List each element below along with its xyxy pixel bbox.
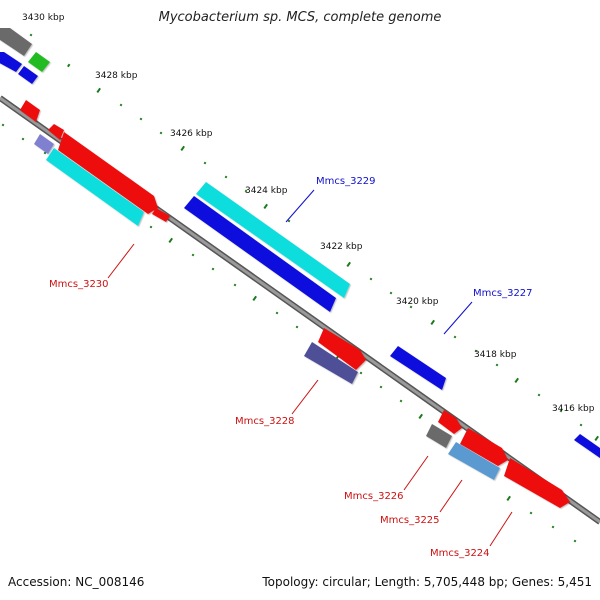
gene-feature[interactable] — [0, 28, 32, 56]
tick-major — [506, 495, 511, 502]
gene-feature[interactable] — [28, 52, 50, 72]
tick-minor — [29, 33, 33, 37]
gene-feature[interactable] — [426, 424, 452, 448]
leader-lines — [107, 189, 513, 547]
gene-feature[interactable] — [318, 328, 366, 370]
tick-minor — [67, 63, 71, 68]
tick-minor — [453, 335, 457, 339]
tick-major — [346, 261, 351, 268]
accession-text: Accession: NC_008146 — [8, 575, 145, 589]
gene-feature[interactable] — [46, 148, 144, 226]
gene-feature[interactable] — [196, 182, 350, 298]
leader-line — [439, 479, 463, 513]
gene-feature[interactable] — [438, 410, 462, 434]
map-title: Mycobacterium sp. MCS, complete genome — [158, 10, 442, 25]
leader-line — [403, 455, 429, 491]
tick-major — [252, 295, 257, 302]
tick-label-3420: 3420 kbp — [396, 297, 439, 307]
tick-minor — [244, 189, 248, 193]
tick-minor — [529, 511, 533, 515]
tick-minor — [295, 325, 299, 329]
gene-feature[interactable] — [18, 66, 38, 84]
tick-major — [180, 145, 185, 152]
tick-minor — [139, 117, 143, 121]
tick-minor — [579, 423, 583, 427]
tick-minor — [409, 305, 413, 309]
tick-label-3416: 3416 kbp — [552, 404, 595, 414]
gene-feature[interactable] — [48, 124, 64, 140]
tick-minor — [551, 525, 555, 529]
tick-major — [168, 237, 173, 244]
tick-minor — [119, 103, 123, 107]
gene-label-mmcs-3224[interactable]: Mmcs_3224 — [430, 548, 490, 559]
gene-feature[interactable] — [390, 346, 446, 390]
tick-minor — [537, 393, 541, 397]
tick-minor — [369, 277, 373, 281]
tick-minor — [203, 161, 207, 165]
gene-label-mmcs-3226[interactable]: Mmcs_3226 — [344, 491, 404, 502]
gene-label-mmcs-3228[interactable]: Mmcs_3228 — [235, 416, 295, 427]
gene-feature[interactable] — [304, 342, 358, 384]
tick-minor — [287, 219, 291, 223]
gene-label-mmcs-3230[interactable]: Mmcs_3230 — [49, 279, 109, 290]
tick-minor — [573, 539, 577, 543]
tick-minor — [559, 409, 563, 413]
tick-major — [430, 319, 435, 326]
tick-minor — [379, 385, 383, 389]
tick-minor — [495, 363, 499, 367]
tick-minor — [233, 283, 237, 287]
gene-feature[interactable] — [184, 196, 336, 312]
tick-label-3424: 3424 kbp — [245, 186, 288, 196]
outer-tick-track — [29, 33, 599, 442]
tick-minor — [359, 371, 363, 375]
gene-feature[interactable] — [34, 134, 54, 154]
reverse-strand-genes — [20, 100, 570, 508]
gene-feature[interactable] — [448, 442, 500, 480]
gene-feature[interactable] — [504, 458, 570, 508]
tick-label-3422: 3422 kbp — [320, 242, 363, 252]
tick-minor — [399, 399, 403, 403]
gene-label-mmcs-3229[interactable]: Mmcs_3229 — [316, 176, 376, 187]
gene-feature[interactable] — [20, 100, 40, 122]
tick-minor — [21, 137, 25, 141]
leader-line — [489, 511, 513, 547]
tick-major — [418, 413, 423, 420]
gene-feature[interactable] — [58, 132, 158, 214]
tick-major — [96, 87, 101, 94]
tick-major — [514, 377, 519, 384]
gene-feature[interactable] — [460, 428, 508, 466]
tick-labels: 3430 kbp 3428 kbp 3426 kbp 3424 kbp 3422… — [22, 13, 595, 414]
gene-feature[interactable] — [574, 434, 600, 458]
tick-minor — [275, 311, 279, 315]
tick-label-3418: 3418 kbp — [474, 350, 517, 360]
tick-major — [594, 435, 599, 442]
gene-label-mmcs-3227[interactable]: Mmcs_3227 — [473, 288, 533, 299]
tick-minor — [474, 349, 478, 353]
genome-summary-text: Topology: circular; Length: 5,705,448 bp… — [262, 575, 592, 589]
leader-line — [107, 243, 135, 279]
gene-label-mmcs-3225[interactable]: Mmcs_3225 — [380, 515, 440, 526]
tick-minor — [224, 175, 228, 179]
tick-label-3426: 3426 kbp — [170, 129, 213, 139]
forward-strand-genes — [0, 28, 600, 458]
gene-feature[interactable] — [152, 208, 170, 222]
tick-minor — [159, 131, 163, 135]
tick-major — [263, 203, 268, 210]
tick-label-3430: 3430 kbp — [22, 13, 65, 23]
tick-minor — [149, 225, 153, 229]
tick-label-3428: 3428 kbp — [95, 71, 138, 81]
leader-line — [285, 189, 315, 223]
leader-line — [291, 379, 319, 415]
tick-minor — [1, 123, 5, 127]
tick-minor — [389, 291, 393, 295]
gene-labels: Mmcs_3229 Mmcs_3227 Mmcs_3230 Mmcs_3228 … — [49, 176, 533, 559]
gene-feature[interactable] — [0, 52, 22, 72]
tick-minor — [191, 253, 195, 257]
leader-line — [443, 301, 473, 335]
tick-minor — [211, 267, 215, 271]
